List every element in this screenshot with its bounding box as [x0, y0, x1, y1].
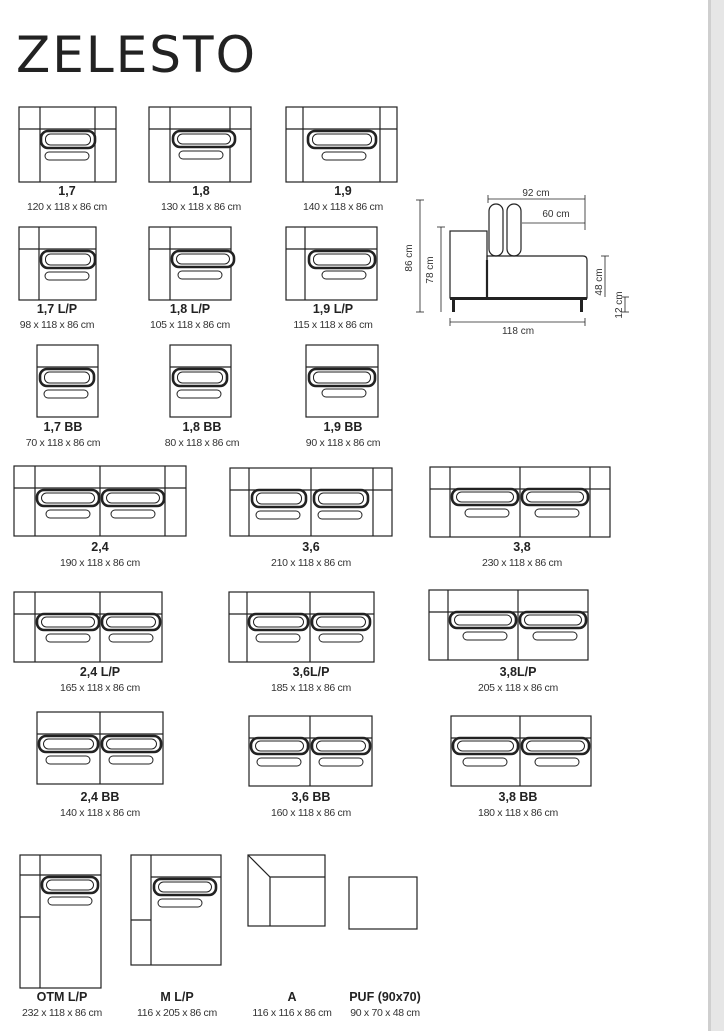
- module-1-9-bb-drawing: [305, 344, 379, 418]
- module-dimensions: 130 x 118 x 86 cm: [161, 200, 241, 213]
- module-a-drawing: [247, 854, 326, 927]
- dim-seat-depth: 60 cm: [542, 209, 569, 220]
- module-dimensions: 140 x 118 x 86 cm: [303, 200, 383, 213]
- module-name: 1,8: [192, 184, 210, 198]
- module-m-lp-drawing: [130, 854, 222, 966]
- module-label: 2,4 BB 140 x 118 x 86 cm: [20, 791, 180, 818]
- module-name: 3,6 BB: [291, 790, 331, 804]
- dim-leg-height: 12 cm: [614, 291, 625, 318]
- module-3-6-drawing: [229, 467, 393, 537]
- module-name: 3,8 BB: [498, 790, 538, 804]
- module-dimensions: 80 x 118 x 86 cm: [164, 436, 240, 449]
- module-dimensions: 90 x 118 x 86 cm: [305, 436, 381, 449]
- dim-depth-total: 92 cm: [522, 188, 549, 199]
- module-3-8-bb-drawing: [450, 715, 592, 787]
- module-label: 1,9 140 x 118 x 86 cm: [263, 185, 423, 212]
- module-label: 3,6 BB 160 x 118 x 86 cm: [231, 791, 391, 818]
- module-label: OTM L/P 232 x 118 x 86 cm: [0, 991, 142, 1018]
- module-label: 1,8 130 x 118 x 86 cm: [121, 185, 281, 212]
- module-name: 1,9 L/P: [312, 302, 354, 316]
- module-label: M L/P 116 x 205 x 86 cm: [97, 991, 257, 1018]
- module-dimensions: 70 x 118 x 86 cm: [25, 436, 101, 449]
- module-name: 3,8L/P: [499, 665, 537, 679]
- module-name: OTM L/P: [36, 990, 88, 1004]
- module-dimensions: 210 x 118 x 86 cm: [271, 556, 351, 569]
- module-dimensions: 140 x 118 x 86 cm: [60, 806, 140, 819]
- dim-width: 118 cm: [502, 326, 534, 337]
- module-label: 3,6L/P 185 x 118 x 86 cm: [231, 666, 391, 693]
- module-2-4-lp-drawing: [13, 591, 163, 663]
- module-dimensions: 185 x 118 x 86 cm: [271, 681, 351, 694]
- module-dimensions: 115 x 118 x 86 cm: [293, 318, 373, 331]
- module-1-7-lp-drawing: [18, 226, 97, 301]
- module-1-7-drawing: [18, 106, 117, 183]
- module-3-6-lp-drawing: [228, 591, 375, 663]
- module-name: 3,6: [302, 540, 320, 554]
- module-label: 2,4 190 x 118 x 86 cm: [20, 541, 180, 568]
- module-1-8-bb-drawing: [169, 344, 232, 418]
- page-title: ZELESTO: [16, 26, 257, 84]
- module-name: M L/P: [160, 990, 194, 1004]
- module-label: 3,8 BB 180 x 118 x 86 cm: [438, 791, 598, 818]
- module-dimensions: 205 x 118 x 86 cm: [478, 681, 558, 694]
- module-1-9-drawing: [285, 106, 398, 183]
- module-puf-drawing: [348, 876, 418, 930]
- module-dimensions: 98 x 118 x 86 cm: [19, 318, 95, 331]
- module-dimensions: 90 x 70 x 48 cm: [350, 1006, 420, 1019]
- module-label: 1,7 120 x 118 x 86 cm: [0, 185, 147, 212]
- module-label: 1,7 BB 70 x 118 x 86 cm: [0, 421, 143, 448]
- module-1-7-bb-drawing: [36, 344, 99, 418]
- dim-seat-height: 48 cm: [594, 268, 605, 295]
- module-3-8-drawing: [429, 466, 611, 538]
- module-name: 3,8: [513, 540, 531, 554]
- module-label: 3,8 230 x 118 x 86 cm: [442, 541, 602, 568]
- module-1-8-lp-drawing: [148, 226, 236, 301]
- module-name: A: [287, 990, 297, 1004]
- module-dimensions: 116 x 116 x 86 cm: [252, 1006, 332, 1019]
- module-name: 1,9 BB: [323, 420, 363, 434]
- module-name: 2,4 BB: [80, 790, 120, 804]
- module-name: 2,4 L/P: [79, 665, 121, 679]
- module-label: 1,8 L/P 105 x 118 x 86 cm: [110, 303, 270, 330]
- module-3-6-bb-drawing: [248, 715, 373, 787]
- module-label: 1,9 L/P 115 x 118 x 86 cm: [253, 303, 413, 330]
- module-label: A 116 x 116 x 86 cm: [212, 991, 372, 1018]
- module-dimensions: 232 x 118 x 86 cm: [22, 1006, 102, 1019]
- module-otm-lp-drawing: [19, 854, 102, 989]
- module-name: 1,8 BB: [182, 420, 222, 434]
- module-2-4-bb-drawing: [36, 711, 164, 785]
- module-dimensions: 116 x 205 x 86 cm: [137, 1006, 217, 1019]
- module-name: 1,7 BB: [43, 420, 83, 434]
- dim-height-total: 86 cm: [404, 244, 415, 271]
- module-dimensions: 120 x 118 x 86 cm: [27, 200, 107, 213]
- module-name: 2,4: [91, 540, 109, 554]
- module-label: 3,8L/P 205 x 118 x 86 cm: [438, 666, 598, 693]
- module-dimensions: 105 x 118 x 86 cm: [150, 318, 230, 331]
- module-name: 3,6L/P: [292, 665, 330, 679]
- side-view-drawing: [416, 195, 629, 326]
- module-label: PUF (90x70) 90 x 70 x 48 cm: [305, 991, 465, 1018]
- module-name: PUF (90x70): [349, 990, 421, 1004]
- module-name: 1,7: [58, 184, 76, 198]
- module-1-9-lp-drawing: [285, 226, 378, 301]
- page-edge-strip: [708, 0, 724, 1031]
- module-name: 1,8 L/P: [169, 302, 211, 316]
- module-name: 1,9: [334, 184, 352, 198]
- module-1-8-drawing: [148, 106, 252, 183]
- module-dimensions: 190 x 118 x 86 cm: [60, 556, 140, 569]
- module-dimensions: 230 x 118 x 86 cm: [482, 556, 562, 569]
- dim-arm-height: 78 cm: [425, 256, 436, 283]
- module-label: 2,4 L/P 165 x 118 x 86 cm: [20, 666, 180, 693]
- module-label: 1,9 BB 90 x 118 x 86 cm: [263, 421, 423, 448]
- module-label: 1,8 BB 80 x 118 x 86 cm: [122, 421, 282, 448]
- module-2-4-drawing: [13, 465, 187, 537]
- module-label: 1,7 L/P 98 x 118 x 86 cm: [0, 303, 137, 330]
- module-dimensions: 180 x 118 x 86 cm: [478, 806, 558, 819]
- module-3-8-lp-drawing: [428, 589, 589, 661]
- module-label: 3,6 210 x 118 x 86 cm: [231, 541, 391, 568]
- module-dimensions: 165 x 118 x 86 cm: [60, 681, 140, 694]
- module-dimensions: 160 x 118 x 86 cm: [271, 806, 351, 819]
- module-name: 1,7 L/P: [36, 302, 78, 316]
